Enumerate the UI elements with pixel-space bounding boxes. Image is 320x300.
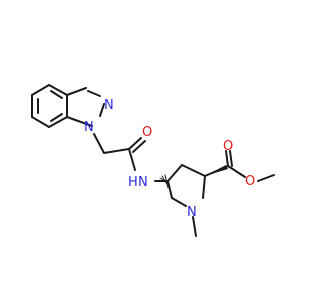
atom-o-amide: O [142, 125, 152, 140]
indazole-pyrazole-ring [66, 87, 105, 127]
atom-n2: N [104, 98, 114, 113]
stereo-wedge [205, 165, 228, 176]
atom-n-pyrrolidine: N [187, 205, 197, 220]
pyrrolidine-ring [167, 164, 206, 207]
atom-h-amide: H [128, 175, 138, 190]
ester-group [204, 150, 275, 182]
molecule-canvas: N N O H N N O O [31, 84, 275, 237]
structure-diagram: N N O H N N O O [31, 84, 275, 237]
n-methyl [192, 216, 197, 237]
atom-o-ester: O [245, 174, 255, 189]
amide-to-ring [154, 174, 169, 189]
atom-o-carbonyl: O [223, 139, 233, 154]
indazole-benzene-ring [31, 84, 68, 128]
atom-n1: N [84, 120, 94, 135]
linker-chain [93, 133, 146, 171]
atom-n-amide: N [138, 175, 148, 190]
